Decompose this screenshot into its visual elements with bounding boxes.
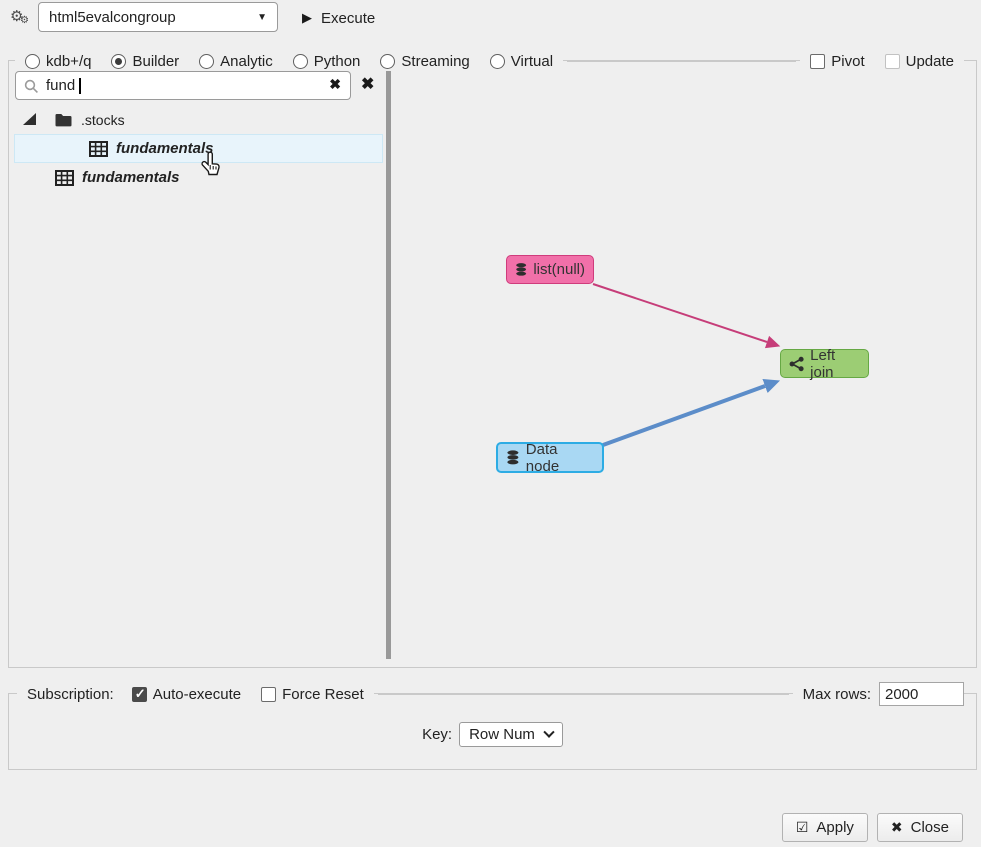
mode-radio-virtual[interactable]: Virtual — [479, 52, 564, 70]
checkbox-icon — [261, 686, 277, 702]
top-toolbar: ⚙⚙ html5evalcongroup ▼ ▶ Execute — [0, 0, 981, 36]
connection-select-value: html5evalcongroup — [49, 8, 176, 26]
divider — [377, 693, 789, 695]
mode-radio-kdbq[interactable]: kdb+/q — [15, 52, 102, 70]
graph-edges — [592, 283, 781, 447]
tree-item-label: fundamentals — [116, 140, 214, 157]
radio-icon — [380, 53, 396, 69]
subscription-panel: Subscription: Auto-execute Force Reset M… — [8, 682, 977, 770]
tree-item-label: fundamentals — [82, 169, 180, 186]
graph-node-list-null[interactable]: list(null) — [506, 255, 594, 284]
chevron-down-icon — [543, 726, 555, 738]
key-select-value: Row Num — [469, 726, 535, 743]
checkbox-checked-icon — [131, 686, 147, 702]
subscription-label: Subscription: — [17, 685, 122, 703]
tree-item-stocks[interactable]: .stocks — [9, 105, 385, 134]
tree-item-fundamentals-selected[interactable]: fundamentals — [14, 134, 383, 163]
key-select[interactable]: Row Num — [459, 722, 563, 747]
database-icon — [516, 263, 527, 276]
close-button[interactable]: ✖ Close — [876, 813, 963, 842]
folder-icon — [55, 113, 72, 126]
clear-search-icon[interactable]: ✖ — [329, 76, 341, 92]
tree-item-fundamentals[interactable]: fundamentals — [9, 163, 385, 192]
connection-select[interactable]: html5evalcongroup ▼ — [38, 2, 278, 32]
table-icon — [55, 169, 74, 186]
checkbox-icon — [810, 53, 826, 69]
caret-down-icon: ▼ — [257, 11, 267, 23]
panel-splitter[interactable] — [386, 71, 391, 659]
text-caret — [79, 78, 81, 94]
close-search-icon[interactable]: ✖ — [361, 76, 375, 93]
apply-check-icon: ☑ — [795, 819, 809, 835]
apply-button[interactable]: ☑ Apply — [781, 813, 868, 842]
radio-icon — [25, 53, 40, 69]
node-label: Left join — [810, 346, 836, 381]
database-icon — [507, 450, 519, 465]
settings-gears-icon[interactable]: ⚙⚙ — [10, 8, 29, 26]
builder-panel: kdb+/q Builder Analytic Python Streaming… — [8, 52, 977, 668]
key-label: Key: — [422, 726, 453, 743]
divider — [567, 60, 797, 62]
radio-icon — [199, 53, 215, 69]
mode-radio-python[interactable]: Python — [282, 52, 371, 70]
subscription-legend: Subscription: Auto-execute Force Reset M… — [11, 682, 964, 706]
edge-datanode-to-leftjoin — [602, 378, 781, 447]
mode-legend: kdb+/q Builder Analytic Python Streaming… — [11, 49, 964, 73]
edge-listnull-to-leftjoin — [592, 283, 781, 349]
table-tree: .stocks fundamentals — [9, 105, 385, 192]
pivot-checkbox[interactable]: Pivot — [800, 52, 875, 70]
tree-item-label: .stocks — [81, 111, 125, 128]
graph-node-left-join[interactable]: Left join — [780, 346, 869, 381]
max-rows-input[interactable] — [879, 682, 964, 706]
close-x-icon: ✖ — [890, 819, 903, 835]
force-reset-checkbox[interactable]: Force Reset — [251, 685, 374, 703]
auto-execute-checkbox[interactable]: Auto-execute — [121, 685, 252, 703]
execute-label: Execute — [321, 9, 376, 27]
search-input[interactable] — [46, 72, 316, 99]
graph-node-data-node[interactable]: Data node — [496, 440, 604, 475]
update-checkbox[interactable]: Update — [874, 52, 964, 70]
expanded-twisty-icon[interactable] — [23, 112, 36, 125]
checkbox-disabled-icon — [884, 53, 900, 69]
mode-radio-builder[interactable]: Builder — [101, 52, 190, 70]
search-icon — [24, 79, 38, 93]
mode-radio-streaming[interactable]: Streaming — [370, 52, 480, 70]
node-label: list(null) — [533, 261, 585, 278]
table-icon — [89, 140, 108, 157]
radio-icon — [489, 53, 505, 69]
play-icon: ▶ — [302, 10, 312, 25]
share-join-icon — [789, 356, 804, 371]
execute-button[interactable]: ▶ Execute — [302, 7, 375, 29]
node-label: Data node — [525, 440, 560, 475]
mode-radio-analytic[interactable]: Analytic — [189, 52, 283, 70]
key-row: Key: Row Num — [9, 722, 976, 747]
footer-actions: ☑ Apply ✖ Close — [781, 813, 963, 842]
radio-selected-icon — [111, 53, 127, 69]
query-graph-canvas[interactable]: list(null) Left join Data node — [392, 61, 976, 667]
search-box: ✖ — [15, 71, 351, 100]
radio-icon — [292, 53, 308, 69]
max-rows-label: Max rows: — [792, 685, 879, 703]
